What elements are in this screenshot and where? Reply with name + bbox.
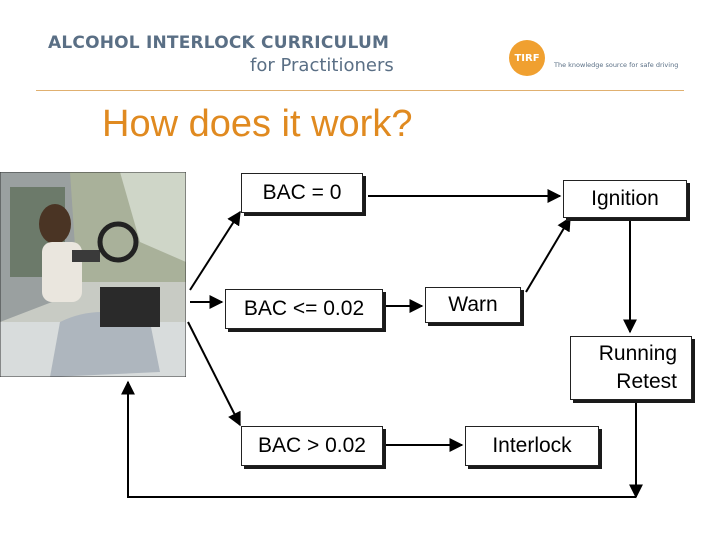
ignition-box: Ignition <box>563 180 687 218</box>
retest-label: Retest <box>616 370 677 393</box>
interlock-label: Interlock <box>492 434 572 457</box>
logo-text: TIRF <box>514 52 540 64</box>
return-loop-arrow <box>121 380 636 498</box>
bac-low-box: BAC <= 0.02 <box>225 289 383 329</box>
curriculum-title: ALCOHOL INTERLOCK CURRICULUM <box>48 33 390 53</box>
slide-title: How does it work? <box>102 103 413 145</box>
bac-zero-box: BAC = 0 <box>241 173 363 213</box>
bac-high-label: BAC > 0.02 <box>258 434 366 457</box>
tirf-logo: TIRF <box>509 40 545 76</box>
bac-high-box: BAC > 0.02 <box>241 426 383 466</box>
ignition-label: Ignition <box>591 187 659 210</box>
bac-low-label: BAC <= 0.02 <box>243 297 365 320</box>
running-label: Running <box>598 342 677 365</box>
curriculum-subtitle: for Practitioners <box>250 55 394 76</box>
logo-tagline: The knowledge source for safe driving <box>554 61 679 69</box>
warn-box: Warn <box>425 287 521 323</box>
warn-to-ignition-arrow <box>525 216 571 293</box>
driver-photo <box>0 172 186 377</box>
warn-label: Warn <box>448 293 498 316</box>
running-retest-box: Running Retest <box>570 336 692 400</box>
header-divider <box>36 90 684 91</box>
photo-to-bac-zero-arrow <box>189 210 241 291</box>
bac-zero-label: BAC = 0 <box>262 181 342 204</box>
interlock-box: Interlock <box>465 426 599 466</box>
photo-to-bac-high-arrow <box>187 321 241 427</box>
